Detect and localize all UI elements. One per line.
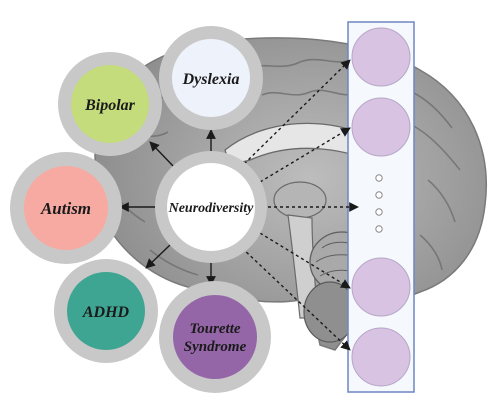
node-adhd: ADHD (54, 259, 158, 363)
center-label: Neurodiversity (168, 201, 255, 216)
node-autism: Autism (10, 152, 122, 264)
placeholder-circle-3 (351, 257, 411, 317)
tourette-label-line1: Tourette (189, 321, 240, 337)
node-bipolar: Bipolar (58, 52, 162, 156)
continuation-ellipsis (375, 174, 383, 233)
arrow-to-bipolar (149, 141, 176, 169)
fill-circle (67, 272, 145, 350)
fill-circle (71, 65, 149, 143)
placeholder-circle-2 (351, 97, 411, 157)
fill-circle (172, 39, 250, 117)
dotted-arrow-4 (254, 229, 351, 289)
center-fill (167, 163, 255, 251)
node-dyslexia: Dyslexia (159, 26, 263, 130)
dotted-arrow-5 (241, 247, 351, 351)
conditions-panel (347, 21, 415, 393)
autism-label: Autism (40, 199, 91, 218)
dotted-arrow-2 (254, 127, 351, 186)
node-tourette-syndrome: Tourette Syndrome (159, 281, 271, 393)
node-neurodiversity: Neurodiversity (155, 151, 267, 263)
placeholder-circle-1 (351, 27, 411, 87)
dotted-arrow-1 (239, 59, 351, 169)
bipolar-label: Bipolar (84, 97, 136, 114)
arrow-to-adhd (145, 244, 171, 269)
dotted-arrows (239, 59, 359, 351)
fill-circle (173, 295, 257, 379)
tourette-label-line2: Syndrome (184, 339, 247, 355)
placeholder-circle-4 (351, 327, 411, 387)
adhd-label: ADHD (82, 304, 130, 321)
dyslexia-label: Dyslexia (182, 71, 240, 88)
fill-circle (24, 166, 108, 250)
